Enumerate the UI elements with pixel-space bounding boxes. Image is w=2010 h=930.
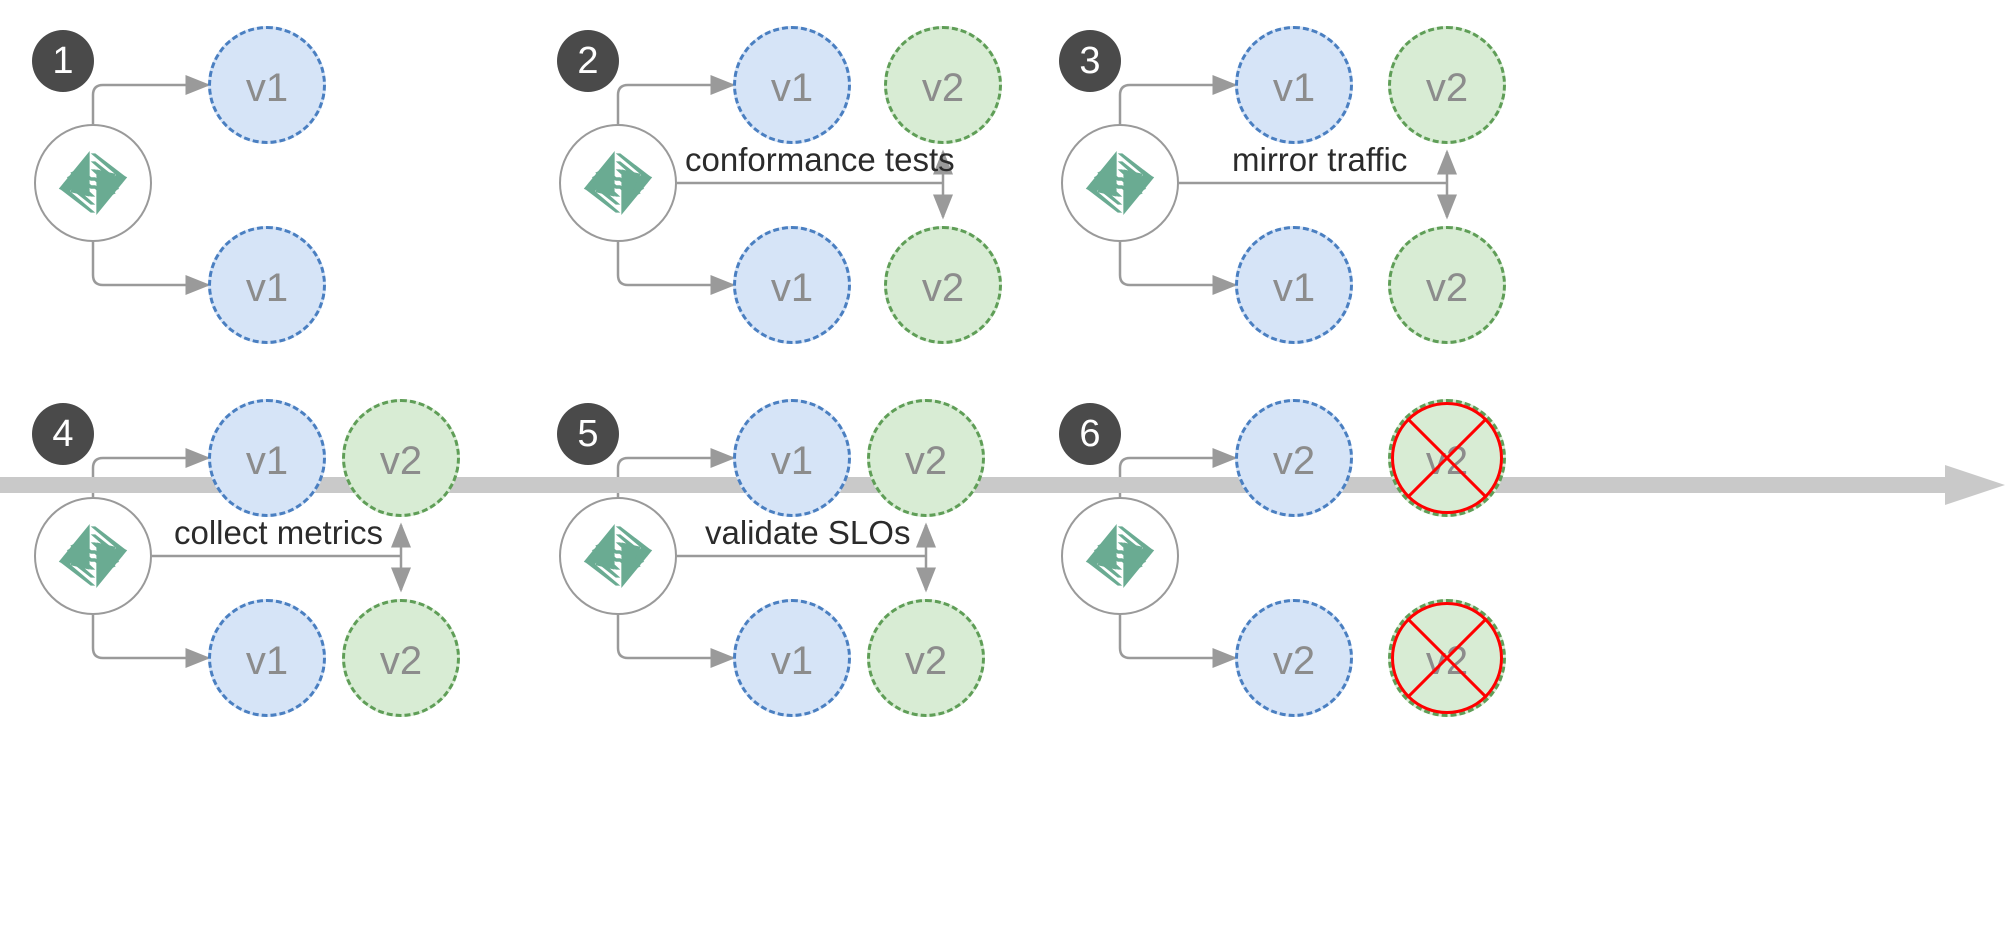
gateway-logo-icon — [583, 524, 653, 588]
gateway-node-3[interactable] — [1061, 124, 1179, 242]
timeline-arrow-icon — [0, 465, 2005, 505]
gateway-node-5[interactable] — [559, 497, 677, 615]
gateway-node-1[interactable] — [34, 124, 152, 242]
service-node-v1-top-5[interactable]: v1 — [733, 399, 851, 517]
service-node-v2-retired-bottom-6[interactable]: v2 — [1388, 599, 1506, 717]
service-node-v1-top-4[interactable]: v1 — [208, 399, 326, 517]
service-node-v2-top-4[interactable]: v2 — [342, 399, 460, 517]
gateway-logo-icon — [1085, 524, 1155, 588]
service-node-v1-bottom-2[interactable]: v1 — [733, 226, 851, 344]
edge-label-2: conformance tests — [685, 141, 955, 178]
service-node-v1-top-1[interactable]: v1 — [208, 26, 326, 144]
service-node-v1-bottom-5[interactable]: v1 — [733, 599, 851, 717]
step-badge-4: 4 — [32, 403, 94, 465]
service-node-v2-bottom-4[interactable]: v2 — [342, 599, 460, 717]
service-node-v2-top-6[interactable]: v2 — [1235, 399, 1353, 517]
step-badge-1: 1 — [32, 30, 94, 92]
service-node-v1-bottom-4[interactable]: v1 — [208, 599, 326, 717]
service-node-v1-bottom-1[interactable]: v1 — [208, 226, 326, 344]
step-badge-6: 6 — [1059, 403, 1121, 465]
step-badge-2: 2 — [557, 30, 619, 92]
service-node-v2-bottom-2[interactable]: v2 — [884, 226, 1002, 344]
step-badge-3: 3 — [1059, 30, 1121, 92]
service-node-v1-top-3[interactable]: v1 — [1235, 26, 1353, 144]
service-node-v2-bottom-5[interactable]: v2 — [867, 599, 985, 717]
gateway-logo-icon — [58, 524, 128, 588]
service-node-v2-bottom-3[interactable]: v2 — [1388, 226, 1506, 344]
service-node-v2-retired-top-6[interactable]: v2 — [1388, 399, 1506, 517]
service-node-v2-top-3[interactable]: v2 — [1388, 26, 1506, 144]
step-badge-5: 5 — [557, 403, 619, 465]
gateway-logo-icon — [583, 151, 653, 215]
gateway-node-6[interactable] — [1061, 497, 1179, 615]
edge-label-3: mirror traffic — [1232, 141, 1408, 178]
service-node-v2-top-5[interactable]: v2 — [867, 399, 985, 517]
service-node-v2-top-2[interactable]: v2 — [884, 26, 1002, 144]
gateway-logo-icon — [58, 151, 128, 215]
service-node-v1-top-2[interactable]: v1 — [733, 26, 851, 144]
edge-label-4: collect metrics — [174, 514, 384, 551]
gateway-logo-icon — [1085, 151, 1155, 215]
gateway-node-4[interactable] — [34, 497, 152, 615]
service-node-v1-bottom-3[interactable]: v1 — [1235, 226, 1353, 344]
service-node-v2-bottom-6[interactable]: v2 — [1235, 599, 1353, 717]
edge-label-5: validate SLOs — [705, 514, 911, 551]
gateway-node-2[interactable] — [559, 124, 677, 242]
